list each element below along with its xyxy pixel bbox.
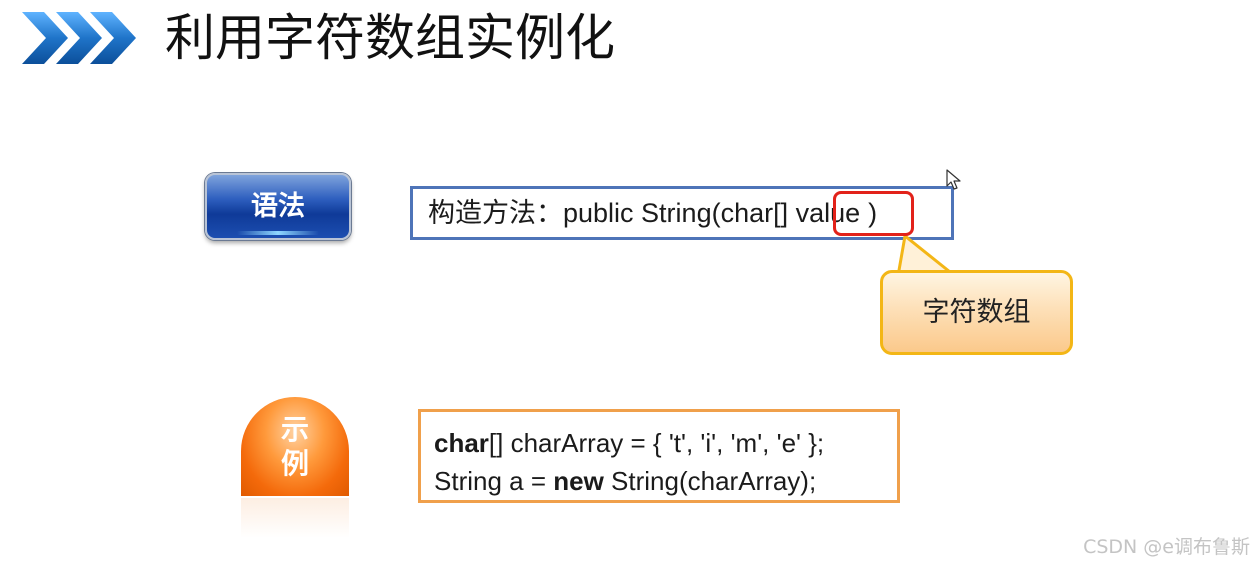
code-keyword-char: char <box>434 428 489 458</box>
example-char-1: 示 <box>280 413 309 446</box>
example-char-2: 例 <box>280 447 309 480</box>
code-line-2-rest: String(charArray); <box>603 466 817 496</box>
syntax-code-end: ) <box>868 198 878 228</box>
example-badge: 示 例 <box>241 397 349 496</box>
chevron-arrows-icon <box>22 12 136 64</box>
watermark: CSDN @e调布鲁斯 <box>1083 536 1250 558</box>
syntax-highlight-value: value <box>795 198 861 228</box>
button-glare <box>237 231 319 235</box>
syntax-button: 语法 <box>205 173 351 240</box>
syntax-box: 构造方法：public String(char[] value) <box>410 186 954 240</box>
example-badge-label: 示 例 <box>241 413 349 481</box>
syntax-code: public String(char[] <box>563 198 796 228</box>
code-line-2: String a = new String(charArray); <box>434 462 897 500</box>
syntax-prefix: 构造方法： <box>428 198 563 228</box>
code-line-1-rest: [] charArray = { 't', 'i', 'm', 'e' }; <box>488 428 825 458</box>
code-example-box: char[] charArray = { 't', 'i', 'm', 'e' … <box>418 409 900 503</box>
callout-bubble: 字符数组 <box>880 270 1073 355</box>
syntax-button-label: 语法 <box>251 191 305 222</box>
code-keyword-new: new <box>553 466 604 496</box>
callout-label: 字符数组 <box>922 297 1031 328</box>
code-line-2-start: String a = <box>434 466 554 496</box>
value-highlight-box <box>833 191 914 236</box>
code-line-1: char[] charArray = { 't', 'i', 'm', 'e' … <box>434 424 897 462</box>
example-badge-reflection <box>241 498 349 538</box>
page-title: 利用字符数组实例化 <box>165 9 615 67</box>
mouse-pointer-icon <box>946 169 961 190</box>
